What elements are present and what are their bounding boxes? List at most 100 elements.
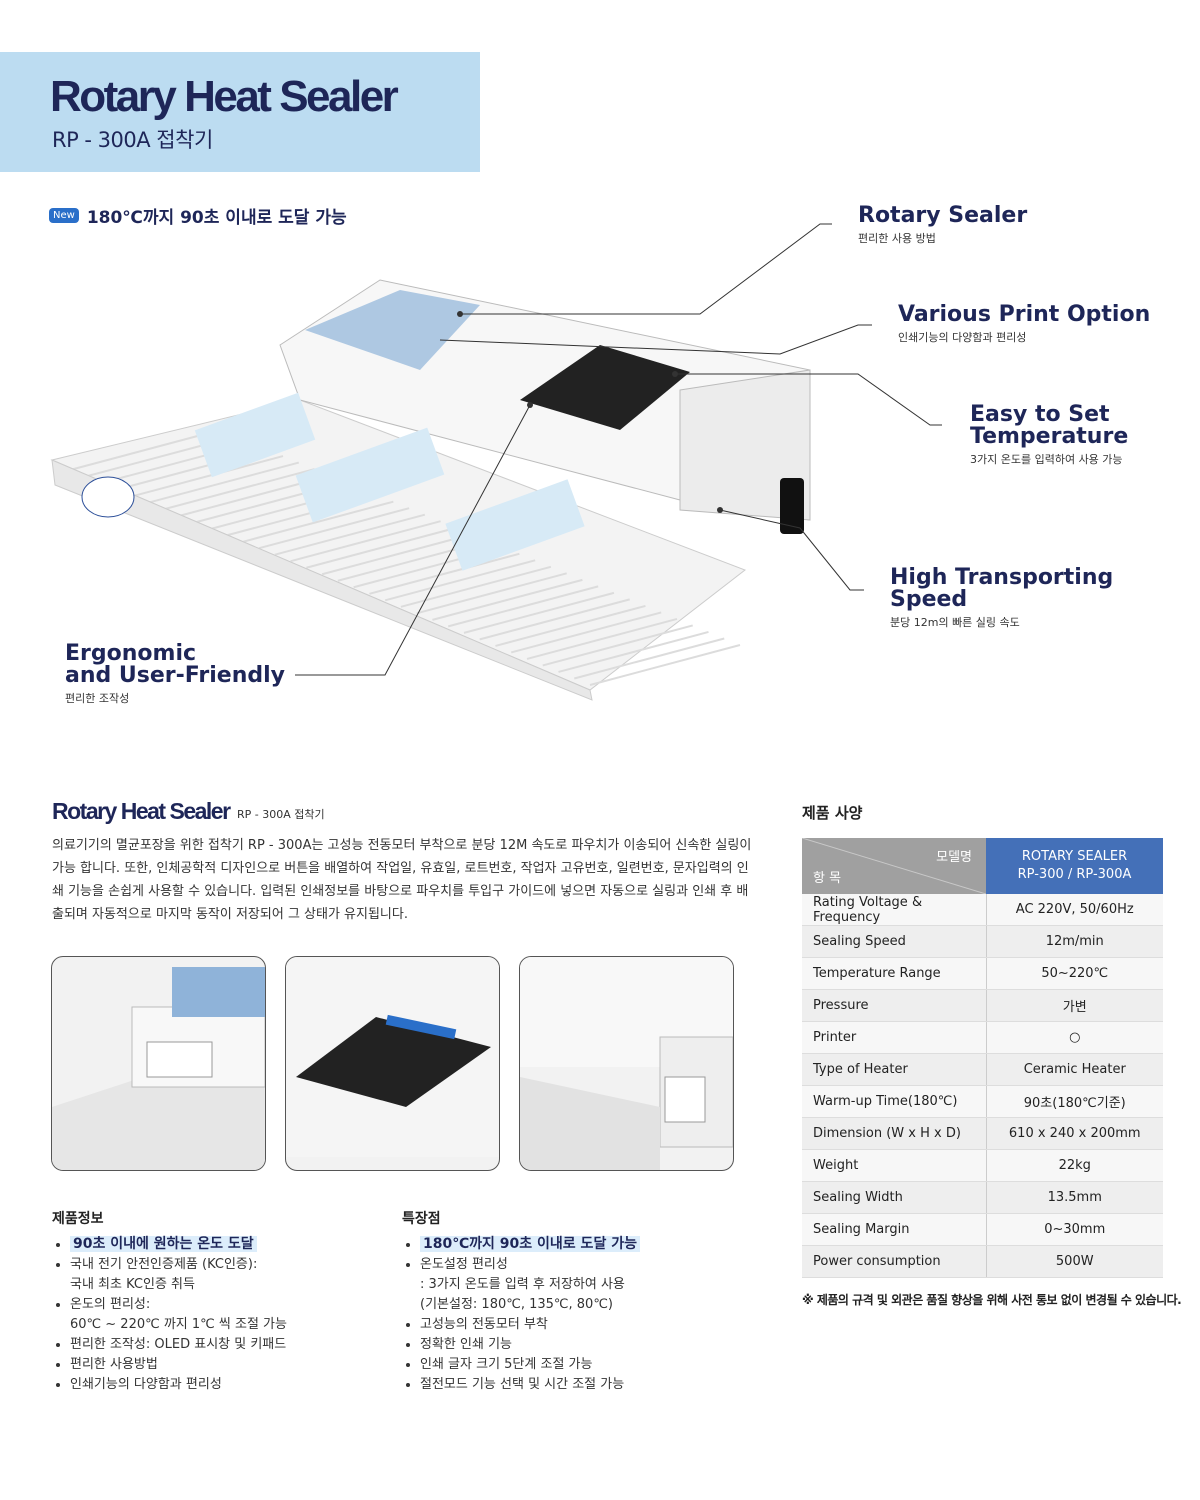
list-item: 절전모드 기능 선택 및 시간 조절 가능 [420, 1375, 640, 1395]
thumbnail-label-panel [51, 956, 266, 1171]
roller [416, 572, 567, 615]
spec-value: 가변 [986, 989, 1163, 1022]
spec-label: Pressure [802, 989, 987, 1022]
roller [589, 644, 741, 686]
list-item: 180℃까지 90초 이내로 도달 가능 [420, 1234, 640, 1255]
list-item-text: 국내 전기 안전인증제품 (KC인증): [70, 1257, 258, 1272]
spec-label: Sealing Speed [802, 925, 987, 958]
roller [447, 585, 599, 628]
roller [69, 429, 221, 471]
new-badge: New [49, 208, 79, 223]
roller [384, 559, 536, 602]
spec-label: Rating Voltage & Frequency [802, 894, 987, 926]
spec-label: Sealing Width [802, 1181, 987, 1214]
spec-label: Sealing Margin [802, 1213, 987, 1246]
roller [400, 565, 552, 608]
roller [495, 604, 646, 647]
roller [321, 533, 473, 576]
list-item-continuation: (기본설정: 180℃, 135℃, 80℃) [420, 1297, 613, 1312]
spec-corner-header: 모델명 항 목 [802, 838, 986, 894]
spec-note: ※ 제품의 규격 및 외관은 품질 향상을 위해 사전 통보 없이 변경될 수 … [802, 1293, 1182, 1307]
list-item-continuation: 국내 최초 KC인증 취득 [70, 1277, 195, 1292]
spec-value: 22kg [986, 1149, 1163, 1182]
list-item-text: 인쇄 글자 크기 5단계 조절 가능 [420, 1357, 593, 1372]
roller [258, 507, 410, 550]
spec-label: Dimension (W x H x D) [802, 1117, 987, 1150]
spec-label: Type of Heater [802, 1053, 987, 1086]
callout-print-option: Various Print Option 인쇄기능의 다양함과 편리성 [898, 302, 1151, 345]
list-item-text: 절전모드 기능 선택 및 시간 조절 가능 [420, 1377, 625, 1392]
spec-value: Ceramic Heater [986, 1053, 1163, 1086]
spec-value: 13.5mm [986, 1181, 1163, 1214]
list-item-text: 180℃까지 90초 이내로 도달 가능 [420, 1236, 640, 1252]
list-item-text: 인쇄기능의 다양함과 편리성 [70, 1377, 222, 1392]
list-item-text: 정확한 인쇄 기능 [420, 1337, 512, 1352]
hero-title: Rotary Heat Sealer [50, 72, 399, 121]
list-item: 90초 이내에 원하는 온도 도달 [70, 1234, 287, 1255]
callout-ergonomic: Ergonomic and User-Friendly 편리한 조작성 [65, 641, 285, 706]
spec-value: 610 x 240 x 200mm [986, 1117, 1163, 1150]
roller [573, 637, 725, 680]
headline: New 180℃까지 90초 이내로 도달 가능 [49, 203, 347, 228]
spec-value: 500W [986, 1245, 1163, 1278]
spec-model-header: ROTARY SEALER RP-300 / RP-300A [986, 838, 1163, 894]
list-item: 고성능의 전동모터 부착 [420, 1315, 640, 1335]
spec-label: Warm-up Time(180℃) [802, 1085, 987, 1118]
leader-lines [295, 223, 942, 676]
section-title: Rotary Heat Sealer [52, 798, 231, 824]
spec-value: 0~30mm [986, 1213, 1163, 1246]
power-switch [780, 478, 804, 534]
roller [542, 624, 693, 667]
thumbnail-keypad [285, 956, 500, 1171]
callout-rotary-sealer: Rotary Sealer 편리한 사용 방법 [858, 203, 1028, 246]
spec-row: Printer○ [802, 1021, 1163, 1054]
roller [274, 513, 426, 556]
list-item-continuation: : 3가지 온도를 입력 후 저장하여 사용 [420, 1277, 625, 1292]
roller [132, 455, 284, 498]
list-item: 온도설정 편리성 : 3가지 온도를 입력 후 저장하여 사용 (기본설정: 180… [420, 1255, 640, 1315]
spec-label: Power consumption [802, 1245, 987, 1278]
list-item: 국내 전기 안전인증제품 (KC인증): 국내 최초 KC인증 취득 [70, 1255, 287, 1295]
list-item: 인쇄기능의 다양함과 편리성 [70, 1375, 287, 1395]
list-item-text: 온도설정 편리성 [420, 1257, 508, 1272]
roller [479, 598, 630, 641]
roller [558, 631, 709, 673]
product-illustration [50, 223, 942, 701]
spec-label: Weight [802, 1149, 987, 1182]
spec-title: 제품 사양 [802, 804, 863, 822]
product-info: 제품정보 90초 이내에 원하는 온도 도달국내 전기 안전인증제품 (KC인증… [52, 1208, 287, 1395]
callout-temperature: Easy to Set Temperature 3가지 온도를 입력하여 사용 … [970, 402, 1129, 467]
roller [369, 552, 520, 595]
list-item-text: 온도의 편리성: [70, 1297, 151, 1312]
product-description: 의료기기의 멸균포장을 위한 접착기 RP - 300A는 고성능 전동모터 부… [52, 838, 752, 922]
hero-subtitle: RP - 300A 접착기 [52, 128, 213, 152]
list-item-text: 편리한 조작성: OLED 표시창 및 키패드 [70, 1337, 287, 1352]
spec-value: 12m/min [986, 925, 1163, 958]
hero-banner: Rotary Heat Sealer RP - 300A 접착기 [0, 52, 480, 172]
list-item: 온도의 편리성: 60℃ ~ 220℃ 까지 1℃ 씩 조절 가능 [70, 1295, 287, 1335]
list-item-continuation: 60℃ ~ 220℃ 까지 1℃ 씩 조절 가능 [70, 1317, 287, 1332]
list-item: 정확한 인쇄 기능 [420, 1335, 640, 1355]
roller [290, 520, 441, 563]
list-item-text: 편리한 사용방법 [70, 1357, 158, 1372]
keypad [520, 345, 690, 430]
logo-badge [81, 476, 135, 518]
list-item: 편리한 사용방법 [70, 1355, 287, 1375]
list-item: 인쇄 글자 크기 5단계 조절 가능 [420, 1355, 640, 1375]
roller [510, 611, 662, 654]
headline-text: 180℃까지 90초 이내로 도달 가능 [86, 208, 347, 228]
list-item: 편리한 조작성: OLED 표시창 및 키패드 [70, 1335, 287, 1355]
callout-speed: High Transporting Speed 분당 12m의 빠른 실링 속도 [890, 565, 1114, 630]
spec-value: ○ [986, 1021, 1163, 1054]
roller [463, 591, 615, 634]
spec-row: Warm-up Time(180℃)90초(180℃기준) [802, 1085, 1163, 1118]
label-panel [305, 290, 480, 370]
